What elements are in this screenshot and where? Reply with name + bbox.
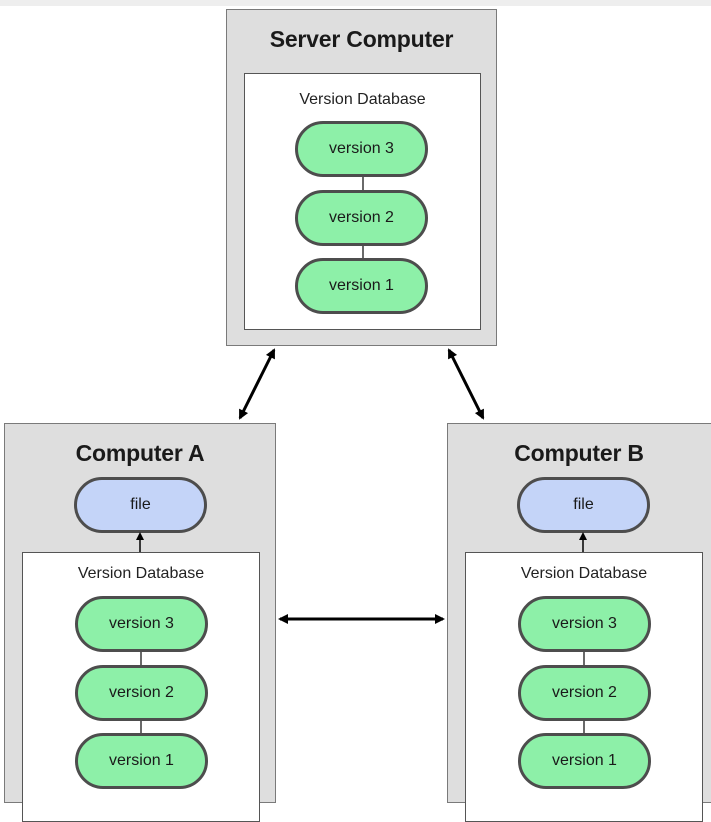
server-version-database-label: Version Database [299,91,426,108]
sync-arrow-server-computer-a [238,348,276,420]
server-computer-title: Server Computer [269,26,454,52]
computer-a-version-database: Version Database version 3 version 2 ver… [22,552,260,822]
computer-a-connector-2-1 [140,719,142,735]
computer-b-box: Computer B file Version Database version… [447,423,711,822]
server-computer-box: Server Computer Version Database version… [226,9,497,346]
server-connector-2-1 [362,244,364,260]
computer-a-box: Computer A file Version Database version… [4,423,276,822]
computer-b-version-2: version 2 [518,665,651,721]
top-strip [0,0,711,6]
computer-b-version-database-label: Version Database [520,565,648,582]
computer-a-version-database-label: Version Database [77,565,205,582]
computer-a-connector-3-2 [140,651,142,667]
computer-a-version-1: version 1 [75,733,208,789]
computer-b-version-3: version 3 [518,596,651,652]
computer-b-file: file [517,477,650,533]
server-version-3: version 3 [295,121,428,177]
computer-b-version-database: Version Database version 3 version 2 ver… [465,552,703,822]
computer-a-title: Computer A [75,440,205,466]
server-version-1: version 1 [295,258,428,314]
computer-a-file: file [74,477,207,533]
computer-b-title: Computer B [514,440,644,466]
server-connector-3-2 [362,176,364,192]
computer-b-connector-2-1 [583,719,585,735]
server-version-2: version 2 [295,190,428,246]
sync-arrow-server-computer-b [447,348,485,420]
computer-b-version-1: version 1 [518,733,651,789]
computer-a-version-2: version 2 [75,665,208,721]
computer-a-version-3: version 3 [75,596,208,652]
server-version-database: Version Database version 3 version 2 ver… [244,73,481,330]
computer-b-connector-3-2 [583,651,585,667]
